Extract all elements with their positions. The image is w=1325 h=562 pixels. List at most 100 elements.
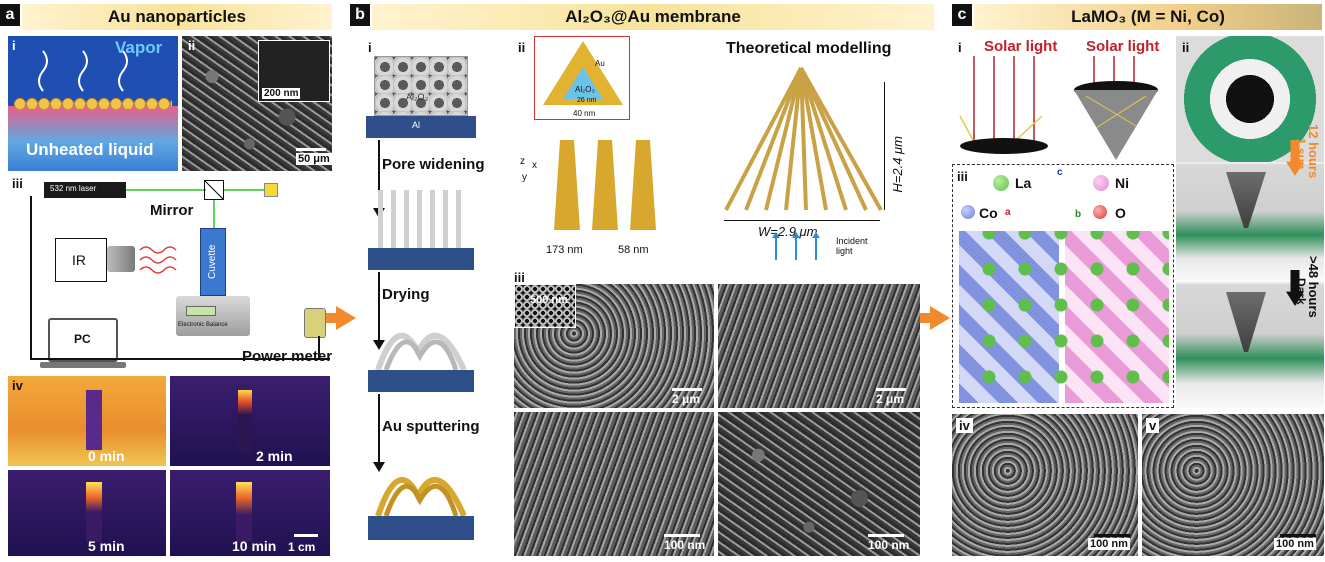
panel-c-sub-v: v (1146, 418, 1160, 433)
al2o3-label: Al₂O₃ (406, 92, 429, 102)
dim-58nm: 58 nm (618, 244, 649, 256)
axis-b: b (1075, 209, 1082, 220)
ir-waves-icon (139, 246, 177, 274)
al-label: Al (412, 120, 421, 130)
down-arrow-orange (1286, 140, 1304, 176)
sem-top-view (514, 284, 714, 408)
sem-scale-bar-b1 (672, 388, 702, 391)
axis-x: x (532, 160, 537, 171)
arrow-b-to-c-stem (920, 313, 932, 323)
panel-c-sub-ii: ii (1182, 40, 1190, 55)
legend-o: O (1115, 205, 1126, 221)
inset-26nm-label: 26 nm (577, 97, 597, 104)
sem-scale-c2: 100 nm (1274, 538, 1316, 550)
sem-scale-bar-b2 (876, 388, 906, 391)
sem-scale-b2: 2 μm (876, 392, 905, 406)
thermal-image-5 (8, 470, 166, 556)
thermal-time-5: 5 min (88, 538, 125, 554)
panel-c-sub-iv: iv (956, 418, 973, 433)
au-coated-nanowires (368, 456, 474, 540)
step-drying: Drying (382, 286, 430, 303)
sem-scale-bar-c2 (1280, 534, 1316, 537)
solar-label-1: Solar light (984, 38, 1058, 55)
condition-dark: Dark (1294, 278, 1308, 305)
crystal-structure: iii La Ni Co O c a b (952, 164, 1174, 408)
la-atom-icon (993, 175, 1009, 191)
panel-b-letter: b (350, 4, 370, 26)
device-photo-strip (1176, 36, 1324, 408)
thermal-time-0: 0 min (88, 448, 125, 464)
panel-c-sub-i: i (958, 40, 962, 55)
widened-pores (368, 190, 474, 270)
liquid-label: Unheated liquid (26, 140, 154, 159)
arrow-a-to-b (336, 306, 356, 330)
incident-light-arrows (772, 232, 820, 260)
panel-a-letter: a (0, 4, 20, 26)
sem-scale-bar-c1 (1094, 534, 1130, 537)
step-arrow-3 (378, 394, 380, 464)
panel-a-sub-iv: iv (12, 378, 23, 393)
inset-au-label: Au (595, 59, 605, 68)
sem-tilted-view (718, 284, 920, 408)
pc-label: PC (74, 332, 91, 346)
balance-label: Electronic Balance (178, 322, 228, 328)
arrow-a-to-b-stem (326, 313, 338, 323)
arrow-b-to-c (930, 306, 950, 330)
panel-c-sub-iii: iii (957, 169, 968, 184)
mirror-icon (204, 180, 224, 200)
legend-ni: Ni (1115, 175, 1129, 191)
axis-c: c (1057, 167, 1063, 178)
sem-inset-scale: 200 nm (262, 88, 301, 99)
step-au-sputtering: Au sputtering (382, 418, 480, 435)
condition-1-sun: 1 sun (1294, 138, 1308, 170)
sem-lacoo3 (1142, 414, 1324, 556)
step-pore-widening: Pore widening (382, 156, 485, 173)
time-48-hours: >48 hours (1306, 256, 1321, 318)
cuvette (200, 228, 226, 296)
time-12-hours: 12 hours (1306, 124, 1321, 179)
dried-nanowires (368, 312, 474, 392)
mirror-label: Mirror (150, 202, 194, 219)
cuvette-label: Cuvette (207, 244, 218, 280)
vapor-schematic (8, 36, 178, 171)
laser-device (44, 182, 126, 198)
incident-light-label: Incident light (836, 236, 868, 256)
ir-camera (55, 238, 107, 282)
cross-section-inset: Au Al₂O₃ 26 nm 40 nm (534, 36, 630, 120)
thermal-scale-bar (294, 534, 318, 537)
thermal-time-2: 2 min (256, 448, 293, 464)
nanowire-model (716, 64, 886, 214)
axis-a: a (1005, 207, 1011, 218)
inset-40nm-label: 40 nm (573, 109, 596, 118)
panel-a-title: Au nanoparticles (22, 4, 332, 30)
axis-y: y (522, 172, 527, 183)
sem-closeup-right (718, 412, 920, 556)
sem-closeup-left (514, 412, 714, 556)
detector-icon (264, 183, 278, 197)
sem-inset-scale-b: 500 nm (530, 294, 568, 306)
sem-scale-bar-b3 (664, 534, 700, 537)
single-tips-3d (540, 130, 660, 240)
step-arrow-2 (378, 272, 380, 342)
electronic-balance (176, 296, 250, 336)
panel-a-sub-ii: ii (188, 38, 196, 53)
inset-al2o3-label: Al₂O₃ (575, 85, 595, 94)
thermal-image-0 (8, 376, 166, 466)
panel-b-sub-iii: iii (514, 270, 525, 285)
sem-main-scale: 50 μm (296, 153, 332, 165)
sem-scale-b4: 100 nm (868, 538, 910, 552)
solar-label-2: Solar light (1086, 38, 1160, 55)
down-arrow-black (1286, 270, 1304, 306)
pc-monitor (48, 318, 118, 362)
solar-absorber-diagram (959, 56, 1158, 160)
panel-b-title: Al₂O₃@Au membrane (372, 4, 934, 30)
width-label: W=2.9 μm (758, 224, 818, 239)
vapor-icon (38, 50, 128, 92)
sem-scale-b3: 100 nm (664, 538, 706, 552)
o-atom-icon (1093, 205, 1107, 219)
dim-173nm: 173 nm (546, 244, 583, 256)
legend-la: La (1015, 175, 1032, 191)
legend-co: Co (979, 205, 998, 221)
sem-scale-b1: 2 μm (672, 392, 701, 406)
power-meter-icon (304, 308, 326, 338)
